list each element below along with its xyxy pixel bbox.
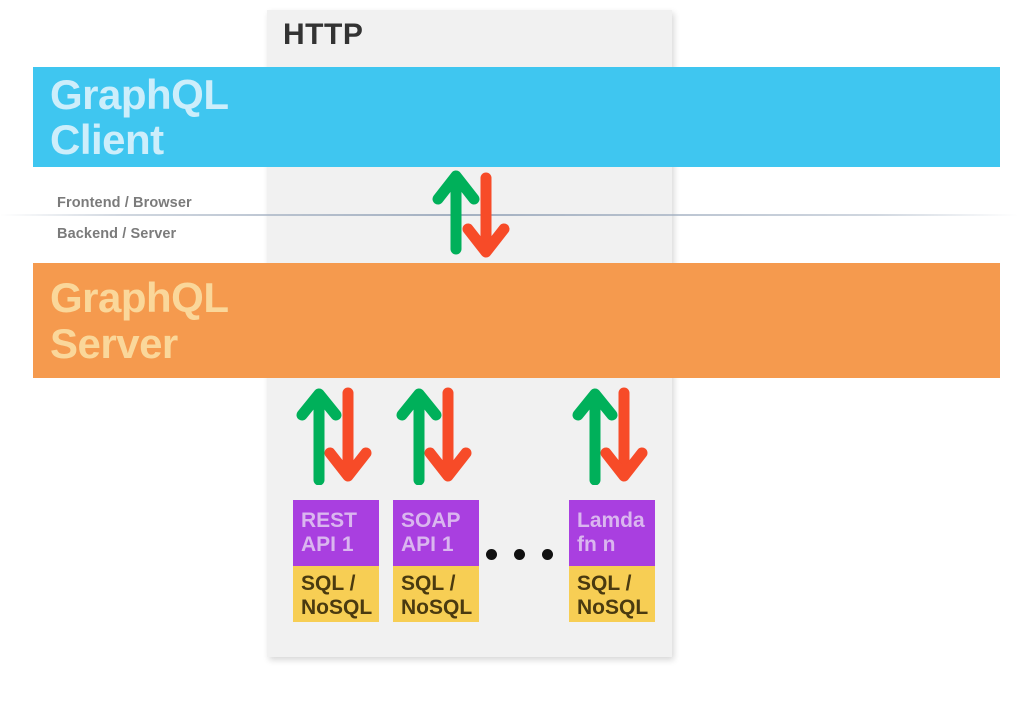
ellipsis-dot: [514, 549, 525, 560]
service-api-label-0: REST API 1: [293, 500, 379, 566]
service-box-soap-api-1[interactable]: SOAP API 1 SQL / NoSQL: [393, 500, 479, 622]
soap-api-1-exchange-arrows: [396, 385, 474, 485]
service-db-label-0: SQL / NoSQL: [293, 566, 379, 622]
graphql-server-title: GraphQL Server: [50, 274, 229, 367]
frontend-backend-divider: [0, 214, 1018, 216]
service-box-lambda-fn-n[interactable]: Lamda fn n SQL / NoSQL: [569, 500, 655, 622]
service-box-rest-api-1[interactable]: REST API 1 SQL / NoSQL: [293, 500, 379, 622]
service-db-label-1: SQL / NoSQL: [393, 566, 479, 622]
service-api-label-2: Lamda fn n: [569, 500, 655, 566]
service-db-label-2: SQL / NoSQL: [569, 566, 655, 622]
service-api-label-1: SOAP API 1: [393, 500, 479, 566]
lambda-fn-n-exchange-arrows: [572, 385, 650, 485]
ellipsis-dot: [486, 549, 497, 560]
rest-api-1-exchange-arrows: [296, 385, 374, 485]
graphql-client-band: GraphQL Client: [33, 67, 1000, 167]
ellipsis-dot: [542, 549, 553, 560]
graphql-server-band: GraphQL Server: [33, 263, 1000, 378]
backend-boundary-label: Backend / Server: [57, 226, 177, 242]
frontend-boundary-label: Frontend / Browser: [57, 195, 192, 211]
http-protocol-label: HTTP: [283, 18, 364, 51]
services-ellipsis: [486, 549, 553, 560]
graphql-client-title: GraphQL Client: [50, 70, 229, 163]
http-request-response-arrows: [432, 167, 512, 262]
